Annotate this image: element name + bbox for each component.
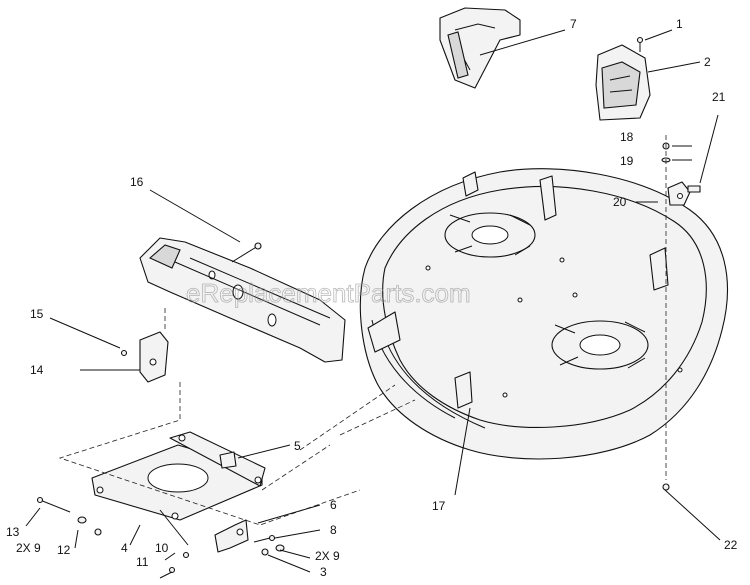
callout-9-lower: 2X 9 <box>16 541 41 555</box>
callout-19: 19 <box>620 154 634 168</box>
watermark-text: eReplacementParts.com <box>186 278 471 308</box>
bolt-part-22 <box>662 483 670 491</box>
chute-hinge-hardware <box>661 135 701 480</box>
callout-10: 10 <box>155 541 169 555</box>
screw-part-1 <box>636 36 644 52</box>
callout-leaders <box>25 29 721 579</box>
callout-6: 6 <box>330 498 337 512</box>
callout-15: 15 <box>30 307 44 321</box>
callout-4: 4 <box>121 541 128 555</box>
assembly-guide-lines <box>58 308 416 526</box>
callout-13: 13 <box>6 525 20 539</box>
mounting-hardware <box>36 451 285 574</box>
callout-labels: 1 2 3 4 5 6 7 8 2X 9 2X 9 10 11 12 13 14… <box>6 17 738 579</box>
mower-deck-housing <box>359 168 728 460</box>
callout-17: 17 <box>432 499 446 513</box>
callout-16: 16 <box>130 175 144 189</box>
callout-5: 5 <box>294 439 301 453</box>
callout-1: 1 <box>676 17 683 31</box>
callout-18: 18 <box>620 130 634 144</box>
callout-20: 20 <box>613 195 627 209</box>
deck-support-arm <box>139 237 346 363</box>
callout-22: 22 <box>724 538 738 552</box>
callout-21: 21 <box>712 90 726 104</box>
callout-12: 12 <box>57 543 71 557</box>
callout-8: 8 <box>330 523 337 537</box>
callout-3: 3 <box>320 565 327 579</box>
callout-2: 2 <box>704 55 711 69</box>
callout-7: 7 <box>570 17 577 31</box>
callout-14: 14 <box>30 363 44 377</box>
callout-9-upper: 2X 9 <box>315 549 340 563</box>
mulch-baffle-part-7 <box>439 7 521 89</box>
discharge-chute-part-2 <box>595 44 651 121</box>
mounting-plate-part-4 <box>91 431 266 521</box>
callout-11: 11 <box>136 555 149 569</box>
bracket-part-14 <box>120 331 169 383</box>
